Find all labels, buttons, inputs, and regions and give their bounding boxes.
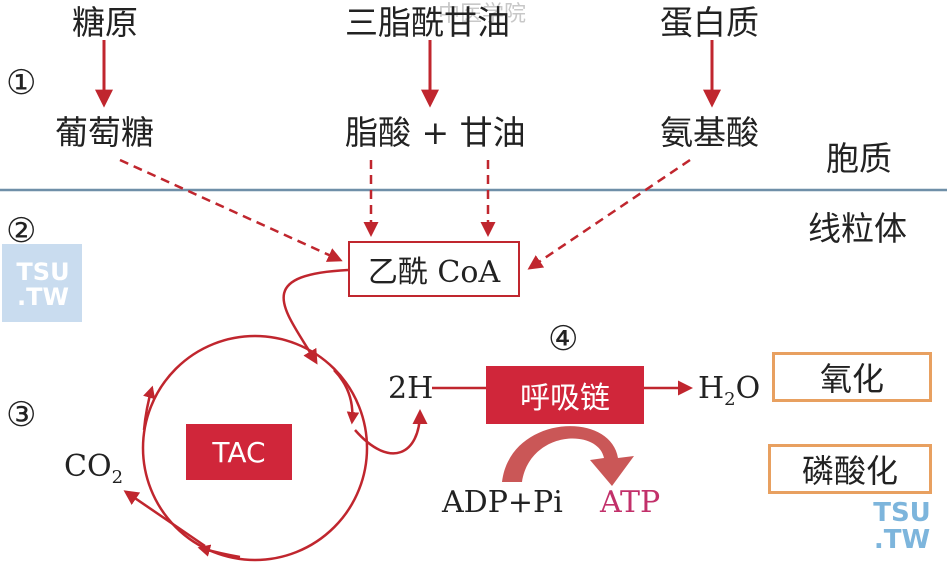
faded-header-text: 中医学院 (438, 2, 527, 27)
co2-base: CO (64, 449, 112, 484)
watermark-left-bg (2, 244, 82, 322)
acetyl-coa-box: 乙酰 CoA (348, 241, 520, 297)
watermark-right-line1: TSU (873, 498, 931, 528)
fattyacid-glycerol-label: 脂酸 + 甘油 (345, 113, 526, 152)
phosphorylation-label: 磷酸化 (801, 452, 898, 490)
tac-cycle (141, 334, 369, 562)
watermark-left-line2: .TW (17, 283, 69, 312)
adp-atp-arrow (502, 426, 634, 486)
arrow-acetylcoa-to-tac (282, 268, 349, 365)
watermark-left: TSU .TW (10, 258, 76, 312)
oxidation-label: 氧化 (819, 360, 884, 398)
h2o-tail: O (735, 371, 761, 406)
watermark-left-line1: TSU (16, 258, 70, 286)
triglyceride-label: 三脂酰甘油 (345, 3, 510, 42)
respiratory-chain-box: 呼吸链 (486, 366, 644, 424)
arrow-co2-release (123, 490, 206, 548)
atp-label: ATP (600, 485, 661, 520)
adp-pi-label: ADP+Pi (442, 485, 563, 520)
two-h-label: 2H (388, 371, 434, 406)
step-2-label: ② (6, 211, 37, 251)
step-4-label: ④ (548, 319, 579, 359)
cytoplasm-label: 胞质 (826, 139, 892, 178)
h2o-label: H2O (698, 374, 760, 409)
co2-label: CO2 (64, 452, 123, 487)
watermark-right: TSU .TW (862, 498, 942, 556)
protein-label: 蛋白质 (660, 3, 759, 42)
arrow-tac-to-2h (354, 409, 428, 455)
tac-arrow-left (142, 385, 156, 431)
glycogen-label: 糖原 (72, 3, 138, 42)
dashed-arrow-aminoacid (527, 158, 691, 270)
h2o-base: H (698, 371, 725, 406)
oxidation-box: 氧化 (772, 352, 932, 402)
step-3-label: ③ (6, 395, 37, 435)
acetyl-coa-label: 乙酰 CoA (367, 255, 501, 290)
watermark-right-line2: .TW (873, 525, 931, 556)
co2-sub: 2 (111, 467, 124, 488)
tac-arrow-right (333, 369, 360, 425)
step-1-label: ① (6, 63, 37, 103)
tac-box: TAC (186, 424, 292, 480)
dashed-arrow-glucose (119, 158, 343, 262)
tac-arrow-bottom (197, 544, 241, 559)
h2o-sub: 2 (724, 389, 736, 410)
aminoacid-label: 氨基酸 (660, 113, 759, 152)
mitochondria-label: 线粒体 (808, 209, 907, 248)
glucose-label: 葡萄糖 (55, 113, 154, 152)
tac-label: TAC (212, 435, 266, 469)
phosphorylation-box: 磷酸化 (768, 444, 932, 494)
respiratory-chain-label: 呼吸链 (520, 381, 610, 416)
